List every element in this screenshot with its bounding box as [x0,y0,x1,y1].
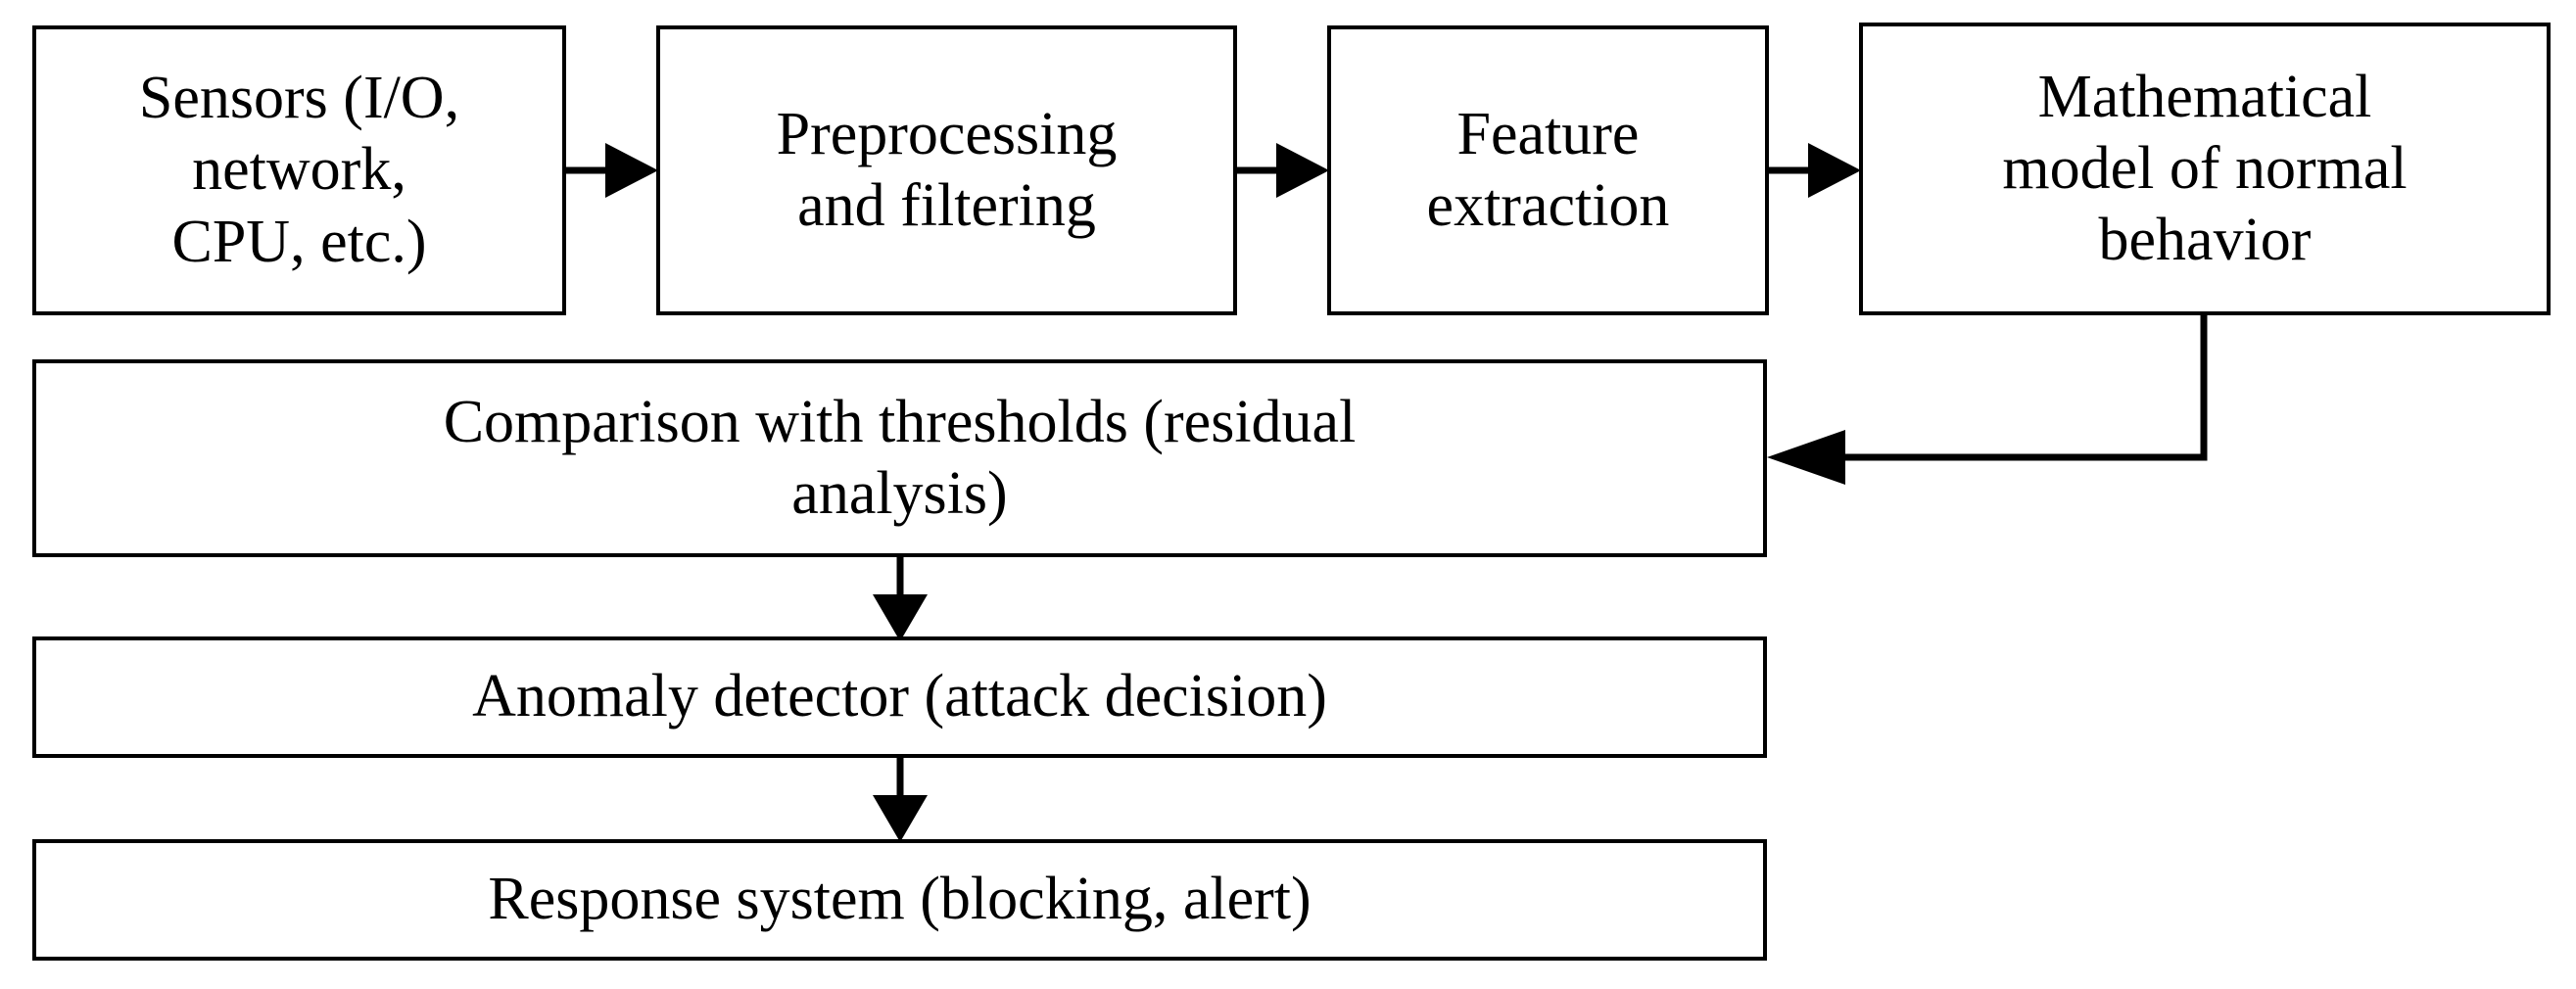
node-feature-extraction-label: Feature extraction [1426,100,1670,239]
node-mathematical-model[interactable]: Mathematical model of normal behavior [1859,23,2551,315]
node-sensors[interactable]: Sensors (I/O, network, CPU, etc.) [32,25,566,315]
node-preprocessing-and-filtering-label: Preprocessing and filtering [776,100,1118,239]
node-feature-extraction[interactable]: Feature extraction [1327,25,1769,315]
edge-comparison-to-anomaly [873,557,928,641]
node-comparison-with-thresholds-label: Comparison with thresholds (residual ana… [443,388,1357,527]
edge-model-to-comparison [1767,315,2208,485]
edge-anomaly-to-response [873,758,928,842]
node-mathematical-model-label: Mathematical model of normal behavior [2002,63,2408,274]
edge-sensors-to-preprocessing [566,143,658,198]
node-comparison-with-thresholds[interactable]: Comparison with thresholds (residual ana… [32,359,1767,557]
edge-feature-to-model [1769,143,1861,198]
node-preprocessing-and-filtering[interactable]: Preprocessing and filtering [656,25,1237,315]
node-anomaly-detector-label: Anomaly detector (attack decision) [472,663,1327,730]
node-response-system[interactable]: Response system (blocking, alert) [32,839,1767,961]
node-anomaly-detector[interactable]: Anomaly detector (attack decision) [32,636,1767,758]
edge-preprocessing-to-feature [1237,143,1329,198]
node-sensors-label: Sensors (I/O, network, CPU, etc.) [138,65,460,275]
node-response-system-label: Response system (blocking, alert) [488,866,1312,933]
